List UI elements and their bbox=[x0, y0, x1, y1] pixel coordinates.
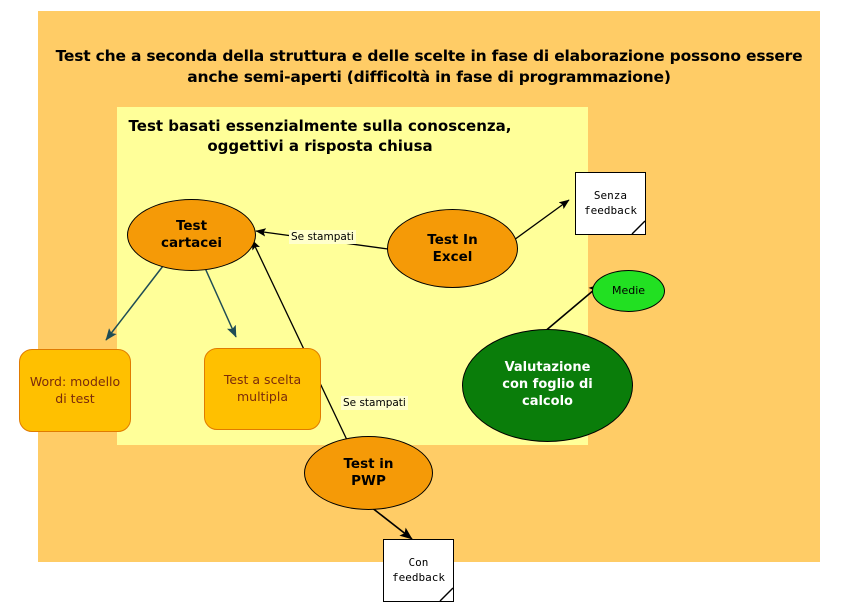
section-title: Test basati essenzialmente sulla conosce… bbox=[128, 117, 512, 155]
edge-pwp-to-cartacei bbox=[251, 239, 348, 441]
label-line-2: feedback bbox=[392, 570, 445, 584]
note-senza-feedback-label: Senza feedback bbox=[584, 189, 637, 219]
note-con-feedback[interactable]: Con feedback bbox=[383, 539, 454, 602]
label-line-1: Test In bbox=[427, 231, 478, 248]
node-medie[interactable]: Medie bbox=[592, 270, 665, 312]
label-line-2: con foglio di bbox=[502, 377, 593, 393]
label-line-2: di test bbox=[55, 390, 95, 406]
note-con-feedback-label: Con feedback bbox=[392, 556, 445, 586]
label-line-2: PWP bbox=[351, 473, 386, 489]
label-line-2: feedback bbox=[584, 203, 637, 217]
node-test-cartacei[interactable]: Test cartacei bbox=[127, 199, 256, 271]
label-line-1: Con bbox=[408, 555, 429, 569]
note-fold-corner-icon bbox=[439, 587, 453, 601]
node-valutazione-foglio-calcolo[interactable]: Valutazione con foglio di calcolo bbox=[462, 329, 633, 442]
node-medie-label: Medie bbox=[611, 284, 646, 298]
label-line-2: cartacei bbox=[160, 235, 223, 251]
edge-label-se-stampati-pwp: Se stampati bbox=[341, 396, 408, 410]
node-scelta-label: Test a scelta multipla bbox=[224, 372, 301, 406]
label-line-1: Test a scelta bbox=[223, 372, 302, 388]
label-line-2: multipla bbox=[236, 389, 288, 404]
node-word-label: Word: modello di test bbox=[30, 374, 120, 408]
note-senza-feedback[interactable]: Senza feedback bbox=[575, 172, 646, 235]
node-test-in-excel-label: Test In Excel bbox=[427, 232, 477, 266]
label-line-1: Test bbox=[175, 218, 208, 235]
node-test-in-excel[interactable]: Test In Excel bbox=[387, 209, 518, 288]
label-line-1: Valutazione bbox=[504, 360, 591, 376]
edge-cartacei-to-scelta bbox=[204, 267, 237, 338]
edge-cartacei-to-word bbox=[105, 265, 164, 341]
page-title: Test che a seconda della struttura e del… bbox=[55, 47, 803, 86]
label-line-3: calcolo bbox=[522, 393, 573, 409]
note-fold-corner-icon bbox=[631, 220, 645, 234]
label-line-1: Senza bbox=[593, 188, 628, 202]
node-test-in-pwp[interactable]: Test in PWP bbox=[304, 436, 433, 510]
edge-label-se-stampati-excel: Se stampati bbox=[289, 230, 356, 244]
label-line-2: Excel bbox=[432, 248, 473, 265]
node-valutazione-label: Valutazione con foglio di calcolo bbox=[502, 360, 592, 411]
node-test-cartacei-label: Test cartacei bbox=[161, 218, 222, 252]
label-line-1: Word: modello bbox=[29, 373, 121, 389]
node-test-in-pwp-label: Test in PWP bbox=[344, 456, 394, 490]
label-line-1: Test in bbox=[343, 456, 394, 473]
node-test-a-scelta-multipla[interactable]: Test a scelta multipla bbox=[204, 348, 321, 430]
node-word-modello-di-test[interactable]: Word: modello di test bbox=[19, 349, 131, 432]
